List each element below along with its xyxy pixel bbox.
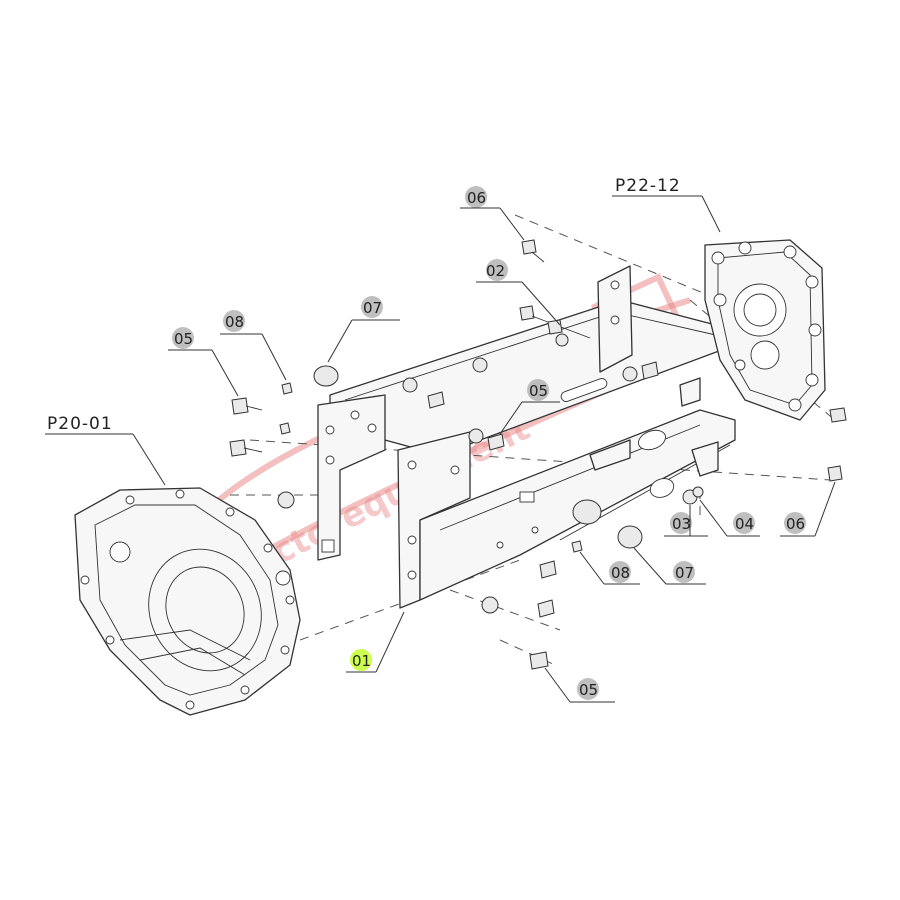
part-number-text: 03 [672, 515, 691, 533]
rear-cover [704, 239, 826, 421]
part-number-text: 08 [611, 564, 630, 582]
part-label-08-right: 08 [579, 551, 640, 585]
part-number-text: 06 [467, 189, 486, 207]
part-label-07-right: 07 [633, 547, 706, 585]
part-label-05-mid: 05 [499, 379, 560, 435]
part-number-text: 06 [786, 515, 805, 533]
fasteners [229, 239, 847, 670]
part-label-01: 01 [346, 611, 405, 673]
part-number-text: 07 [675, 564, 694, 582]
front-housing [74, 487, 301, 716]
part-number-text: 05 [529, 382, 548, 400]
part-number-text: 02 [486, 262, 505, 280]
part-label-05-left: 05 [168, 327, 239, 397]
part-number-text: 05 [174, 330, 193, 348]
part-label-07-left: 07 [327, 296, 400, 363]
part-label-03: 03 [664, 505, 708, 537]
part-number-text: 04 [735, 515, 754, 533]
main-frame [317, 265, 736, 609]
part-number-text: 08 [225, 313, 244, 331]
part-label-06-top: 06 [460, 186, 525, 241]
part-label-08-left: 08 [220, 310, 287, 381]
part-label-06-right: 06 [780, 481, 836, 537]
assembly-label-rear-cover: P22-12 [612, 176, 721, 233]
part-label-05-bottom: 05 [544, 667, 615, 703]
assembly-code-text: P22-12 [615, 176, 681, 196]
part-number-text: 07 [363, 299, 382, 317]
assembly-label-front-housing: P20-01 [45, 414, 166, 486]
part-label-02: 02 [476, 259, 561, 326]
part-label-04: 04 [699, 499, 760, 537]
assembly-code-text: P20-01 [47, 414, 113, 434]
part-number-text: 01 [352, 652, 371, 670]
part-number-text: 05 [579, 681, 598, 699]
